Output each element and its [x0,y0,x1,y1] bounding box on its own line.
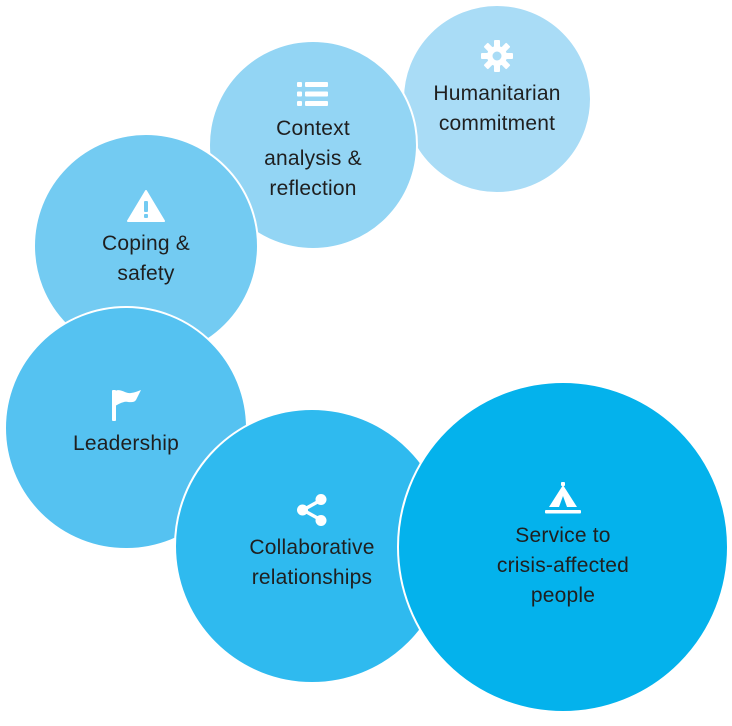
warning-icon [127,190,165,222]
bubble-label: Coping & safety [102,229,190,289]
bubble-humanitarian-commitment: Humanitarian commitment [402,4,592,194]
label-line: reflection [269,177,357,200]
label-line: analysis & [264,147,362,170]
label-line: Context [276,117,350,140]
bubble-label: Humanitarian commitment [433,79,560,139]
bubble-service-crisis-affected: Service to crisis-affected people [397,381,729,713]
label-line: Collaborative [249,536,375,559]
share-icon [296,494,327,526]
flag-icon [111,390,141,421]
label-line: Service to [515,524,611,547]
gear-icon [480,40,513,72]
bubble-label: Context analysis & reflection [264,114,362,204]
bubble-label: Leadership [73,429,179,459]
label-line: Leadership [73,432,179,455]
label-line: Coping & [102,232,190,255]
label-line: crisis-affected [496,554,630,577]
label-line: people [530,584,596,607]
label-line: relationships [251,566,373,589]
bubble-label: Collaborative relationships [249,533,374,593]
list-icon [297,82,328,106]
label-line: safety [117,262,175,285]
bubble-label: Service to crisis-affected people [497,521,629,611]
label-line: commitment [438,112,556,135]
label-line: Humanitarian [433,82,561,105]
tent-icon [544,482,581,514]
